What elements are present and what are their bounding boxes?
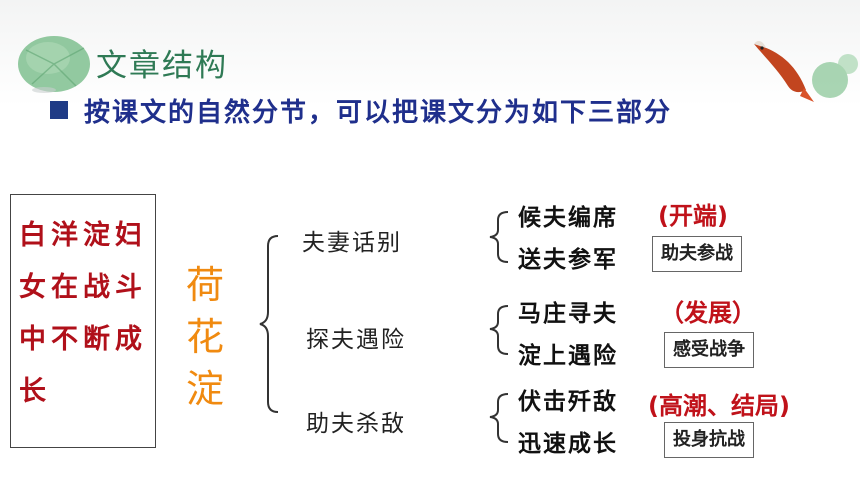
vertical-title-char: 荷 (186, 263, 225, 307)
vertical-title-char: 淀 (186, 367, 225, 411)
stage-label: (开端) (658, 202, 728, 230)
vertical-title-char: 花 (186, 315, 225, 359)
part3-bracket (489, 393, 509, 443)
sub-item: 迅速成长 (518, 431, 618, 457)
sub-item: 伏击歼敌 (518, 389, 618, 415)
page-title: 文章结构 (96, 48, 228, 84)
stage-label: (高潮、结局) (648, 392, 790, 420)
part2-bracket (489, 305, 509, 355)
part-name: 探夫遇险 (306, 327, 406, 353)
theme-line: 中不断成 (19, 324, 147, 355)
sub-item: 候夫编席 (518, 205, 618, 231)
part1-bracket (489, 211, 509, 263)
theme-line: 白洋淀妇 (19, 220, 147, 251)
page-subtitle: 按课文的自然分节，可以把课文分为如下三部分 (84, 98, 673, 128)
summary-box: 助夫参战 (652, 236, 742, 272)
theme-line: 女在战斗 (19, 272, 147, 303)
part-name: 夫妻话别 (302, 230, 402, 256)
main-bracket (259, 235, 279, 413)
summary-box: 感受战争 (664, 332, 754, 368)
part-name: 助夫杀敌 (306, 411, 406, 437)
stage-label: （发展） (660, 299, 756, 327)
theme-box: 白洋淀妇 女在战斗 中不断成 长 (10, 194, 156, 448)
lotus-leaf-decoration (18, 36, 90, 93)
bullet-square (50, 101, 68, 119)
sub-item: 马庄寻夫 (518, 301, 618, 327)
sub-item: 送夫参军 (518, 247, 618, 273)
theme-line: 长 (19, 376, 51, 407)
koi-fish-decoration (754, 41, 858, 102)
sub-item: 淀上遇险 (518, 343, 618, 369)
summary-box: 投身抗战 (664, 422, 754, 458)
